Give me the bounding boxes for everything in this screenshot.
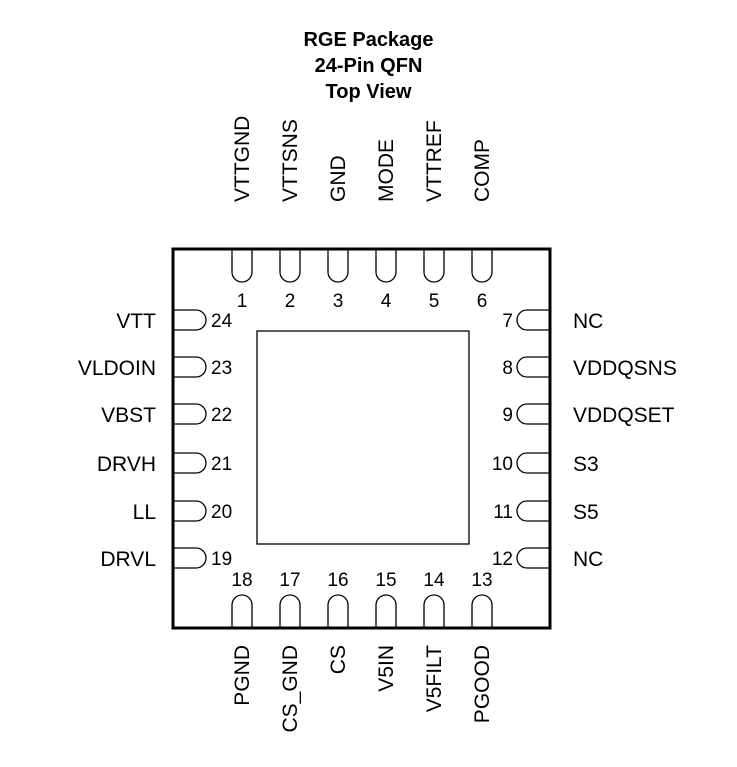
pin-number-17: 17 bbox=[279, 570, 300, 591]
pin-label-comp: COMP bbox=[471, 139, 494, 202]
pin-label-v5in: V5IN bbox=[375, 645, 398, 692]
pin-pad-19 bbox=[173, 547, 207, 569]
pin-pad-2 bbox=[279, 249, 301, 283]
pin-number-12: 12 bbox=[492, 549, 513, 570]
pin-pad-12 bbox=[516, 547, 550, 569]
pin-label-pgnd: PGND bbox=[231, 645, 254, 706]
pin-number-20: 20 bbox=[211, 502, 232, 523]
pin-pad-10 bbox=[516, 452, 550, 474]
pin-number-16: 16 bbox=[327, 570, 348, 591]
pin-pad-20 bbox=[173, 500, 207, 522]
pin-label-gnd: GND bbox=[327, 155, 350, 202]
pin-pad-23 bbox=[173, 356, 207, 378]
pin-label-vttgnd: VTTGND bbox=[231, 116, 254, 202]
pin-label-pgood: PGOOD bbox=[471, 645, 494, 723]
pin-label-v5filt: V5FILT bbox=[423, 645, 446, 712]
pin-number-10: 10 bbox=[492, 454, 513, 475]
pin-pad-3 bbox=[327, 249, 349, 283]
pin-number-7: 7 bbox=[502, 311, 513, 332]
pin-label-nc: NC bbox=[573, 310, 603, 333]
pin-pad-8 bbox=[516, 356, 550, 378]
pin-pad-17 bbox=[279, 594, 301, 628]
pin-pad-7 bbox=[516, 309, 550, 331]
view-label: Top View bbox=[325, 81, 412, 103]
package-subtitle: 24-Pin QFN bbox=[314, 55, 423, 77]
pin-label-mode: MODE bbox=[375, 139, 398, 202]
pin-label-vttsns: VTTSNS bbox=[279, 119, 302, 202]
pin-pad-11 bbox=[516, 500, 550, 522]
pin-number-23: 23 bbox=[211, 358, 232, 379]
pin-label-vldoin: VLDOIN bbox=[78, 357, 156, 380]
pin-pad-15 bbox=[375, 594, 397, 628]
pin-pad-6 bbox=[471, 249, 493, 283]
pin-number-14: 14 bbox=[423, 570, 445, 591]
pin-pad-13 bbox=[471, 594, 493, 628]
pin-number-11: 11 bbox=[493, 502, 513, 523]
package-outline bbox=[171, 247, 552, 630]
pin-pad-18 bbox=[231, 594, 253, 628]
pin-number-5: 5 bbox=[429, 291, 440, 312]
pin-label-drvh: DRVH bbox=[97, 453, 156, 476]
pin-label-vtt: VTT bbox=[116, 310, 156, 333]
pin-number-19: 19 bbox=[211, 549, 232, 570]
pin-label-vddqsns: VDDQSNS bbox=[573, 357, 677, 380]
pin-pad-22 bbox=[173, 403, 207, 425]
pin-number-13: 13 bbox=[471, 570, 492, 591]
pin-number-6: 6 bbox=[477, 291, 488, 312]
pin-number-21: 21 bbox=[211, 454, 232, 475]
pin-label-vbst: VBST bbox=[101, 404, 156, 427]
pin-label-s5: S5 bbox=[573, 501, 599, 524]
pin-pad-16 bbox=[327, 594, 349, 628]
pin-pad-1 bbox=[231, 249, 253, 283]
pin-number-2: 2 bbox=[285, 291, 296, 312]
pin-pad-14 bbox=[423, 594, 445, 628]
pin-label-drvl: DRVL bbox=[100, 548, 156, 571]
pin-pad-5 bbox=[423, 249, 445, 283]
pin-pad-24 bbox=[173, 309, 207, 331]
pin-number-3: 3 bbox=[333, 291, 344, 312]
pin-number-24: 24 bbox=[211, 311, 233, 332]
pin-pad-9 bbox=[516, 403, 550, 425]
pin-label-nc: NC bbox=[573, 548, 603, 571]
pin-label-vttref: VTTREF bbox=[423, 120, 446, 202]
pin-number-18: 18 bbox=[231, 570, 252, 591]
pin-label-s3: S3 bbox=[573, 453, 599, 476]
pin-label-cs: CS bbox=[327, 645, 350, 674]
pin-number-8: 8 bbox=[502, 358, 513, 379]
pin-pad-21 bbox=[173, 452, 207, 474]
pin-label-vddqset: VDDQSET bbox=[573, 404, 675, 427]
pin-number-22: 22 bbox=[211, 405, 232, 426]
pin-label-cs-gnd: CS_GND bbox=[279, 645, 302, 733]
pin-number-15: 15 bbox=[375, 570, 396, 591]
pin-label-ll: LL bbox=[133, 501, 156, 524]
thermal-pad bbox=[256, 330, 470, 545]
pin-number-4: 4 bbox=[381, 291, 392, 312]
pin-number-9: 9 bbox=[502, 405, 513, 426]
pin-pad-4 bbox=[375, 249, 397, 283]
package-title: RGE Package bbox=[303, 29, 434, 51]
pin-number-1: 1 bbox=[237, 291, 248, 312]
